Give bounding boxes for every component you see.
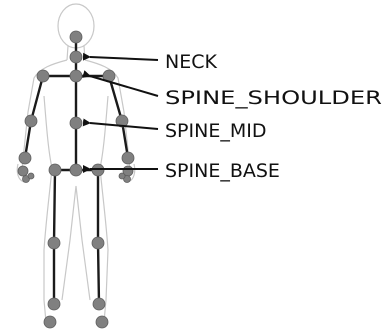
joint-neck — [70, 51, 82, 63]
label-neck: NECK — [165, 51, 217, 73]
label-spine-mid: SPINE_MID — [165, 120, 266, 142]
bone-leg-lower-right — [98, 243, 99, 304]
joint-spine-shoulder — [70, 70, 82, 82]
joint-hip-left — [49, 164, 61, 176]
arrow-neck — [90, 57, 158, 60]
arrow-spine-shoulder — [90, 76, 158, 96]
joint-ankle-right — [93, 298, 105, 310]
joint-thumb-right — [119, 173, 125, 179]
bone-leg-upper-left — [54, 170, 55, 243]
joint-elbow-left — [25, 115, 37, 127]
joint-hand-left — [18, 166, 28, 176]
joint-foot-right — [96, 316, 108, 328]
joint-spine-mid — [70, 117, 82, 129]
label-spine-shoulder: SPINE_SHOULDER — [165, 87, 382, 109]
joint-head — [70, 31, 82, 43]
joint-foot-left — [44, 316, 56, 328]
joint-wrist-left — [19, 152, 31, 164]
joint-wrist-right — [122, 152, 134, 164]
joint-shoulder-left — [37, 70, 49, 82]
joint-knee-right — [92, 237, 104, 249]
joint-ankle-left — [48, 298, 60, 310]
label-spine-base: SPINE_BASE — [165, 160, 280, 182]
joint-spine-base — [70, 164, 82, 176]
joint-knee-left — [48, 237, 60, 249]
joint-thumb-left — [28, 173, 34, 179]
